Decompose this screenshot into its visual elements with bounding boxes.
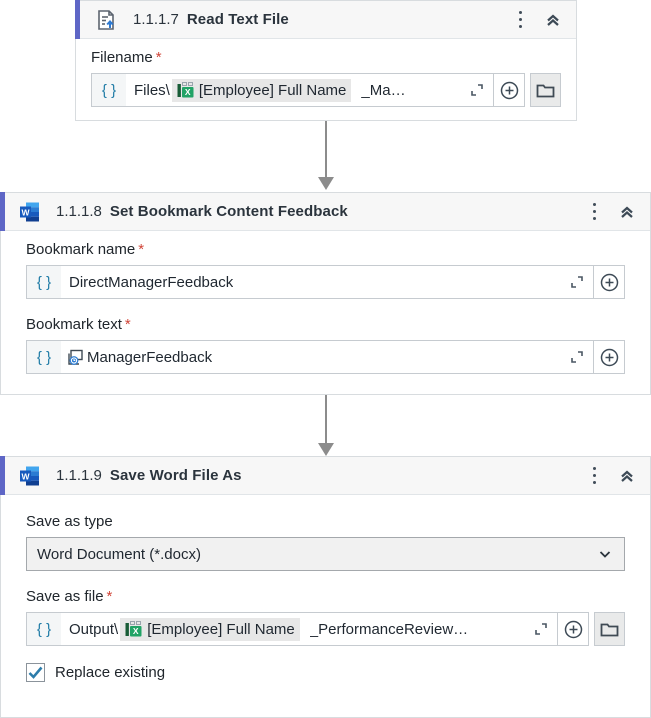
save-as-file-label: Save as file* xyxy=(26,588,113,605)
plus-circle-icon xyxy=(564,620,582,638)
action-card-set-bookmark: W 1.1.1.8 Set Bookmark Content Feedback … xyxy=(0,192,651,395)
card-header: W 1.1.1.8 Set Bookmark Content Feedback xyxy=(0,192,650,231)
add-variable-button[interactable] xyxy=(558,612,589,646)
save-as-file-input[interactable]: { } Output\ X [Employee] Full Name _Perf… xyxy=(26,612,558,646)
card-header: W 1.1.1.9 Save Word File As xyxy=(0,456,650,495)
read-text-file-icon xyxy=(94,8,118,32)
save-as-type-value: Word Document (*.docx) xyxy=(37,545,201,563)
required-asterisk: * xyxy=(124,316,131,333)
save-as-file-suffix: _PerformanceReview… xyxy=(309,620,469,638)
add-variable-button[interactable] xyxy=(494,73,525,107)
replace-existing-checkbox[interactable] xyxy=(26,663,45,682)
action-card-save-word-file: W 1.1.1.9 Save Word File As Save as type… xyxy=(0,456,651,718)
add-variable-button[interactable] xyxy=(594,265,625,299)
expand-icon[interactable] xyxy=(561,350,593,364)
svg-text:X: X xyxy=(185,87,191,97)
replace-existing-label: Replace existing xyxy=(55,664,166,681)
arrow-connector xyxy=(325,395,327,443)
collapse-chevron-icon[interactable] xyxy=(618,467,636,485)
filename-input[interactable]: { } Files\ X [Employee] Full Name _Ma… xyxy=(91,73,494,107)
chevron-down-icon xyxy=(599,551,611,558)
bookmark-name-label: Bookmark name* xyxy=(26,241,145,258)
plus-circle-icon xyxy=(600,273,618,291)
svg-text:W: W xyxy=(21,471,30,481)
word-icon: W xyxy=(19,201,41,223)
variable-token[interactable]: X [Employee] Full Name xyxy=(171,78,352,102)
filename-suffix: _Ma… xyxy=(361,81,406,99)
card-header: 1.1.1.7 Read Text File xyxy=(75,0,576,39)
step-title: Save Word File As xyxy=(109,467,242,484)
braces-icon: { } xyxy=(27,341,61,373)
collapse-chevron-icon[interactable] xyxy=(618,203,636,221)
svg-text:W: W xyxy=(21,207,30,217)
step-number: 1.1.1.8 xyxy=(56,203,102,220)
bookmark-text-label: Bookmark text* xyxy=(26,316,131,333)
kebab-menu-icon[interactable] xyxy=(513,7,528,32)
bookmark-text-input[interactable]: { } ManagerFeedback xyxy=(26,340,594,374)
token-label: [Employee] Full Name xyxy=(198,81,347,99)
svg-text:X: X xyxy=(133,626,139,636)
plus-circle-icon xyxy=(500,81,518,99)
excel-cell-icon: X xyxy=(125,621,142,637)
replace-existing-row: Replace existing xyxy=(26,663,625,682)
kebab-menu-icon[interactable] xyxy=(587,463,602,488)
required-asterisk: * xyxy=(138,241,145,258)
excel-cell-icon: X xyxy=(177,82,194,98)
step-number: 1.1.1.9 xyxy=(56,467,102,484)
save-as-type-label: Save as type xyxy=(26,513,113,530)
step-number: 1.1.1.7 xyxy=(133,11,179,28)
expand-icon[interactable] xyxy=(561,275,593,289)
step-title: Set Bookmark Content Feedback xyxy=(109,203,348,220)
arrow-head xyxy=(318,443,334,456)
save-as-type-select[interactable]: Word Document (*.docx) xyxy=(26,537,625,571)
collapse-chevron-icon[interactable] xyxy=(544,11,562,29)
variable-token[interactable]: X [Employee] Full Name xyxy=(120,617,300,641)
save-as-file-prefix: Output\ xyxy=(69,620,119,638)
word-icon: W xyxy=(19,465,41,487)
arrow-connector xyxy=(325,121,327,177)
filename-label: Filename* xyxy=(91,49,162,66)
folder-icon xyxy=(600,623,619,637)
braces-icon: { } xyxy=(27,613,61,645)
bookmark-name-input[interactable]: { } DirectManagerFeedback xyxy=(26,265,594,299)
required-asterisk: * xyxy=(155,49,162,66)
expand-icon[interactable] xyxy=(461,83,493,97)
accent-bar xyxy=(75,0,80,39)
action-card-read-text-file: 1.1.1.7 Read Text File Filename* { } Fil… xyxy=(75,0,577,121)
plus-circle-icon xyxy=(600,348,618,366)
filename-prefix: Files\ xyxy=(134,81,170,99)
braces-icon: { } xyxy=(92,74,126,106)
browse-file-button[interactable] xyxy=(530,73,561,107)
step-title: Read Text File xyxy=(186,11,289,28)
browse-file-button[interactable] xyxy=(594,612,625,646)
add-variable-button[interactable] xyxy=(594,340,625,374)
folder-icon xyxy=(536,84,555,98)
bookmark-text-value: ManagerFeedback xyxy=(87,348,213,366)
braces-icon: { } xyxy=(27,266,61,298)
bookmark-name-value: DirectManagerFeedback xyxy=(69,273,234,291)
kebab-menu-icon[interactable] xyxy=(587,199,602,224)
saved-value-icon xyxy=(67,349,84,366)
accent-bar xyxy=(0,456,5,495)
accent-bar xyxy=(0,192,5,231)
arrow-head xyxy=(318,177,334,190)
checkmark-icon xyxy=(28,666,43,679)
token-label: [Employee] Full Name xyxy=(147,620,295,638)
required-asterisk: * xyxy=(106,588,113,605)
expand-icon[interactable] xyxy=(525,622,557,636)
